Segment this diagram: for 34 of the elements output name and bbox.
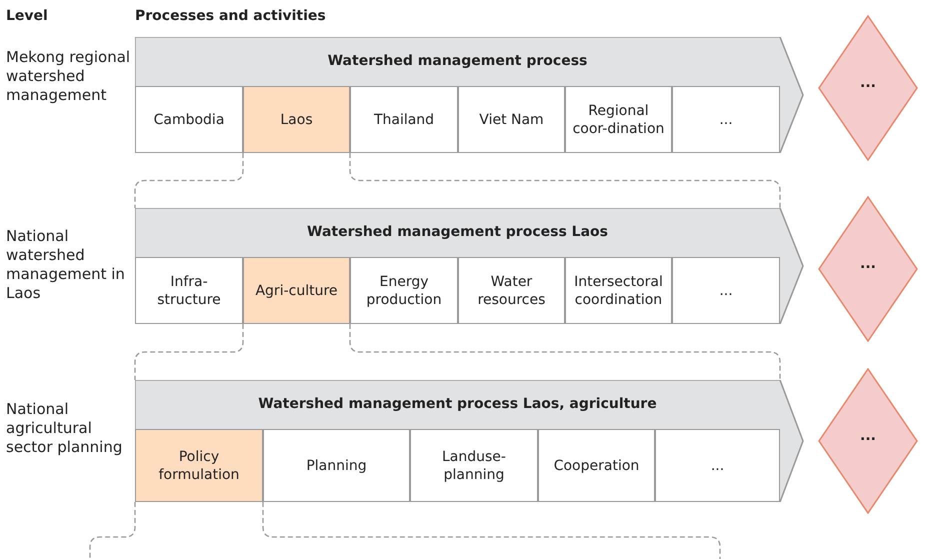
activity-cell: Thailand xyxy=(350,86,458,153)
activity-cell: Agri-culture xyxy=(243,257,350,324)
zoom-bracket xyxy=(134,152,781,209)
activity-cell: ... xyxy=(655,429,780,502)
activity-cell: Intersectoral coordination xyxy=(565,257,672,324)
activity-cell: Planning xyxy=(263,429,410,502)
activity-cell: Water resources xyxy=(458,257,565,324)
activity-cell: Laos xyxy=(243,86,350,153)
zoom-bracket xyxy=(134,323,781,381)
process-chevron xyxy=(135,208,805,324)
activity-cell: Policy formulation xyxy=(135,429,263,502)
activity-cell: Infra-structure xyxy=(135,257,243,324)
level-label: Mekong regional watershed management xyxy=(6,48,131,105)
activity-cell: Cambodia xyxy=(135,86,243,153)
activity-cell: Cooperation xyxy=(538,429,655,502)
process-title: Watershed management process Laos xyxy=(306,224,609,240)
activity-cell: Viet Nam xyxy=(458,86,565,153)
column-heading: Processes and activities xyxy=(135,8,326,24)
activity-cell: ... xyxy=(672,257,780,324)
zoom-bracket xyxy=(89,501,721,559)
column-heading: Level xyxy=(6,8,48,24)
process-title: Watershed management process xyxy=(326,53,588,69)
decision-diamond: ... xyxy=(818,196,918,342)
process-title: Watershed management process Laos, agriculture xyxy=(257,396,658,412)
process-chevron xyxy=(135,380,805,502)
activity-cell: Landuse-planning xyxy=(410,429,538,502)
activity-cell: Energy production xyxy=(350,257,458,324)
decision-diamond: ... xyxy=(818,368,918,514)
decision-diamond: ... xyxy=(818,15,918,161)
activity-cell: Regional coor-dination xyxy=(565,86,672,153)
level-label: National watershed management in Laos xyxy=(6,227,126,303)
level-label: National agricultural sector planning xyxy=(6,400,124,457)
process-chevron xyxy=(135,37,805,153)
activity-cell: ... xyxy=(672,86,780,153)
